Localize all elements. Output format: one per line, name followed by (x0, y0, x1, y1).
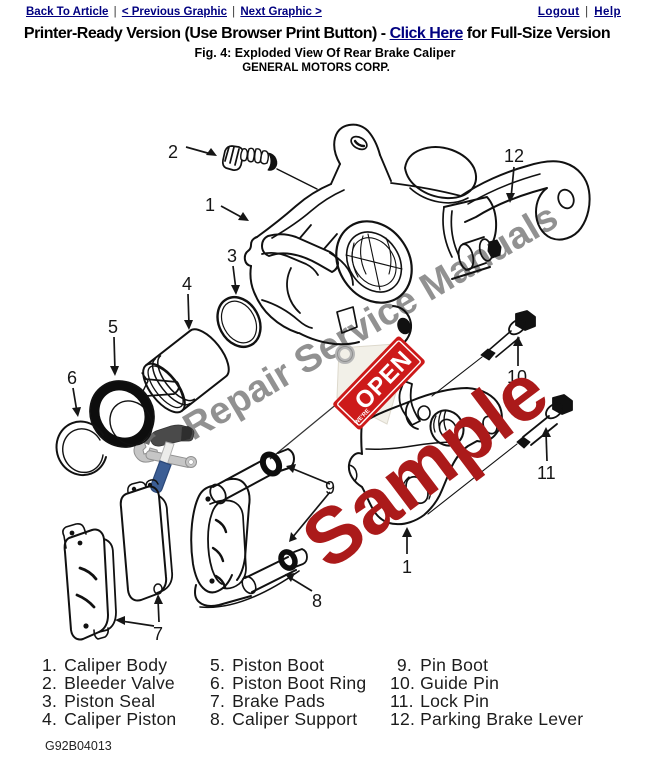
svg-text:12: 12 (504, 146, 524, 166)
svg-text:1: 1 (205, 195, 215, 215)
svg-text:3: 3 (227, 246, 237, 266)
svg-text:9: 9 (325, 478, 335, 498)
svg-text:6: 6 (67, 368, 77, 388)
svg-text:4: 4 (182, 274, 192, 294)
svg-text:Sample: Sample (286, 345, 564, 585)
svg-text:2: 2 (168, 142, 178, 162)
svg-text:1: 1 (402, 557, 412, 577)
svg-text:10: 10 (507, 367, 527, 387)
svg-text:8: 8 (312, 591, 322, 611)
svg-text:11: 11 (537, 463, 556, 483)
svg-text:5: 5 (108, 317, 118, 337)
svg-text:7: 7 (153, 624, 163, 644)
